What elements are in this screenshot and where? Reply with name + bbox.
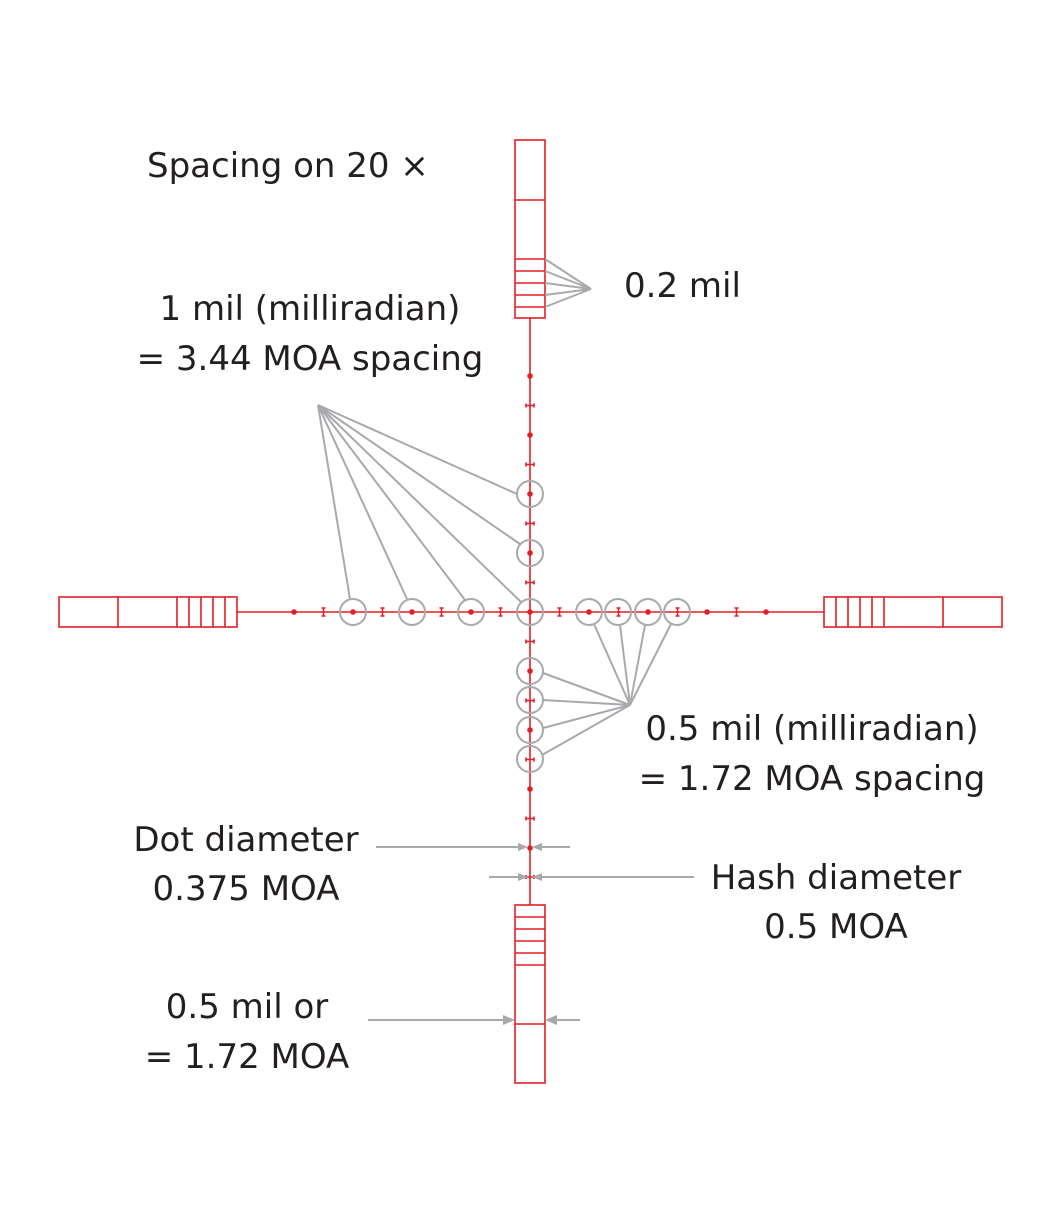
left-post — [58, 596, 238, 628]
reticle-marks — [291, 373, 769, 879]
small-hash-leaders — [544, 258, 592, 308]
reticle-hash — [439, 607, 444, 617]
reticle-dot — [409, 609, 415, 615]
reticle-hash — [525, 521, 535, 526]
reticle-dot — [527, 786, 533, 792]
labels: Spacing on 20 × 0.2 mil 1 mil (milliradi… — [133, 146, 985, 1077]
right-post — [823, 596, 1003, 628]
reticle-dot — [645, 609, 651, 615]
reticle-dot — [527, 845, 533, 851]
post-width-label-line2: = 1.72 MOA — [145, 1037, 350, 1077]
reticle-dot — [704, 609, 710, 615]
reticle-dot — [527, 491, 533, 497]
reticle-hash — [734, 607, 739, 617]
reticle-dot — [527, 727, 533, 733]
half-mil-label-line1: 0.5 mil (milliradian) — [645, 709, 978, 749]
half-mil-leaders — [541, 623, 672, 756]
reticle-dot — [763, 609, 769, 615]
reticle-dot — [527, 432, 533, 438]
reticle-hash — [525, 580, 535, 585]
arrow-head — [532, 873, 542, 881]
bottom-post — [514, 904, 546, 1084]
leaders — [317, 258, 694, 1021]
top-post — [514, 139, 546, 319]
mil-label-line2: = 3.44 MOA spacing — [137, 339, 484, 379]
reticle-hash — [525, 403, 535, 408]
reticle-hash — [525, 698, 535, 703]
hash-diameter-label-line1: Hash diameter — [711, 858, 962, 898]
half-mil-circles — [516, 598, 691, 773]
reticle-hash — [498, 607, 503, 617]
reticle-hash — [525, 462, 535, 467]
reticle-hash — [616, 607, 621, 617]
reticle-dot — [527, 609, 533, 615]
reticle-dot — [527, 668, 533, 674]
reticle-dot — [350, 609, 356, 615]
arrow-head — [518, 843, 528, 851]
title-label: Spacing on 20 × — [147, 146, 429, 186]
arrow-heads — [503, 843, 557, 1025]
dot-diameter-label-line2: 0.375 MOA — [153, 869, 340, 909]
reticle-dot — [527, 373, 533, 379]
reticle-hash — [525, 816, 535, 821]
mil-circles — [339, 480, 544, 626]
dot-diameter-label-line1: Dot diameter — [133, 820, 358, 860]
arrow-head — [532, 843, 542, 851]
reticle-hash — [525, 639, 535, 644]
hash-diameter-label-line2: 0.5 MOA — [764, 907, 908, 947]
post-width-label-line1: 0.5 mil or — [166, 987, 329, 1027]
reticle-dot — [586, 609, 592, 615]
arrow-head — [503, 1015, 515, 1025]
reticle-hash — [557, 607, 562, 617]
small-hash-label: 0.2 mil — [624, 266, 741, 306]
reticle-dot — [468, 609, 474, 615]
reticle — [58, 139, 1003, 1084]
reticle-hash — [525, 757, 535, 762]
reticle-dot — [527, 550, 533, 556]
reticle-hash — [675, 607, 680, 617]
reticle-hash — [321, 607, 326, 617]
arrow-head — [545, 1015, 557, 1025]
mil-label-line1: 1 mil (milliradian) — [160, 289, 461, 329]
half-mil-label-line2: = 1.72 MOA spacing — [639, 759, 986, 799]
mil-leaders — [317, 404, 522, 603]
arrow-head — [518, 873, 528, 881]
reticle-dot — [291, 609, 297, 615]
reticle-hash — [380, 607, 385, 617]
